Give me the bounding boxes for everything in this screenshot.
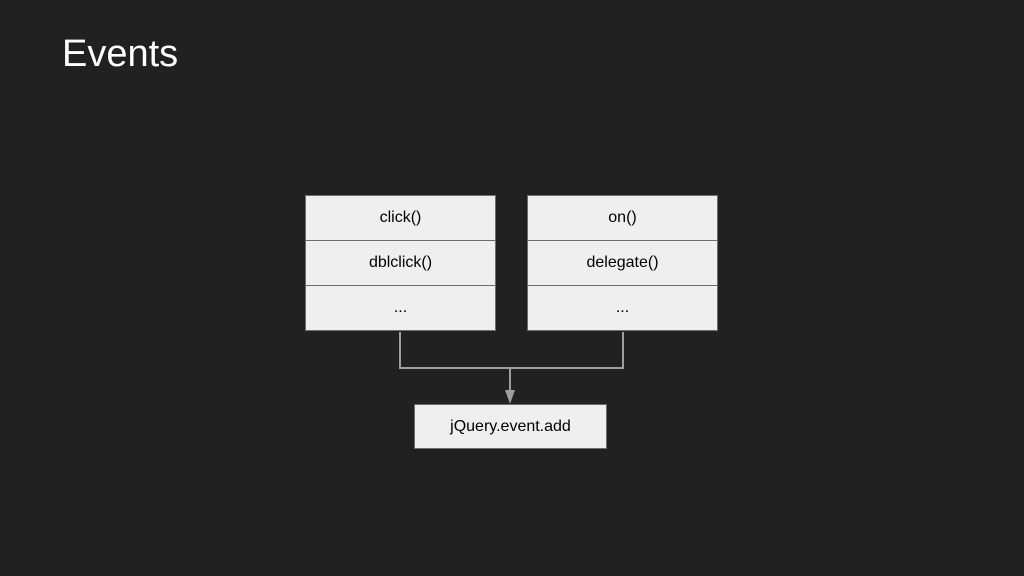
method-cell-more: ... (527, 285, 718, 331)
method-cell-more: ... (305, 285, 496, 331)
method-cell-delegate: delegate() (527, 240, 718, 286)
arrowhead-icon (505, 390, 515, 404)
connector-left (399, 332, 510, 369)
connector-right (510, 332, 624, 369)
left-method-group: click() dblclick() ... (305, 195, 496, 331)
slide-title: Events (62, 33, 179, 75)
method-cell-click: click() (305, 195, 496, 241)
method-cell-dblclick: dblclick() (305, 240, 496, 286)
method-cell-on: on() (527, 195, 718, 241)
right-method-group: on() delegate() ... (527, 195, 718, 331)
target-box-event-add: jQuery.event.add (414, 404, 607, 449)
